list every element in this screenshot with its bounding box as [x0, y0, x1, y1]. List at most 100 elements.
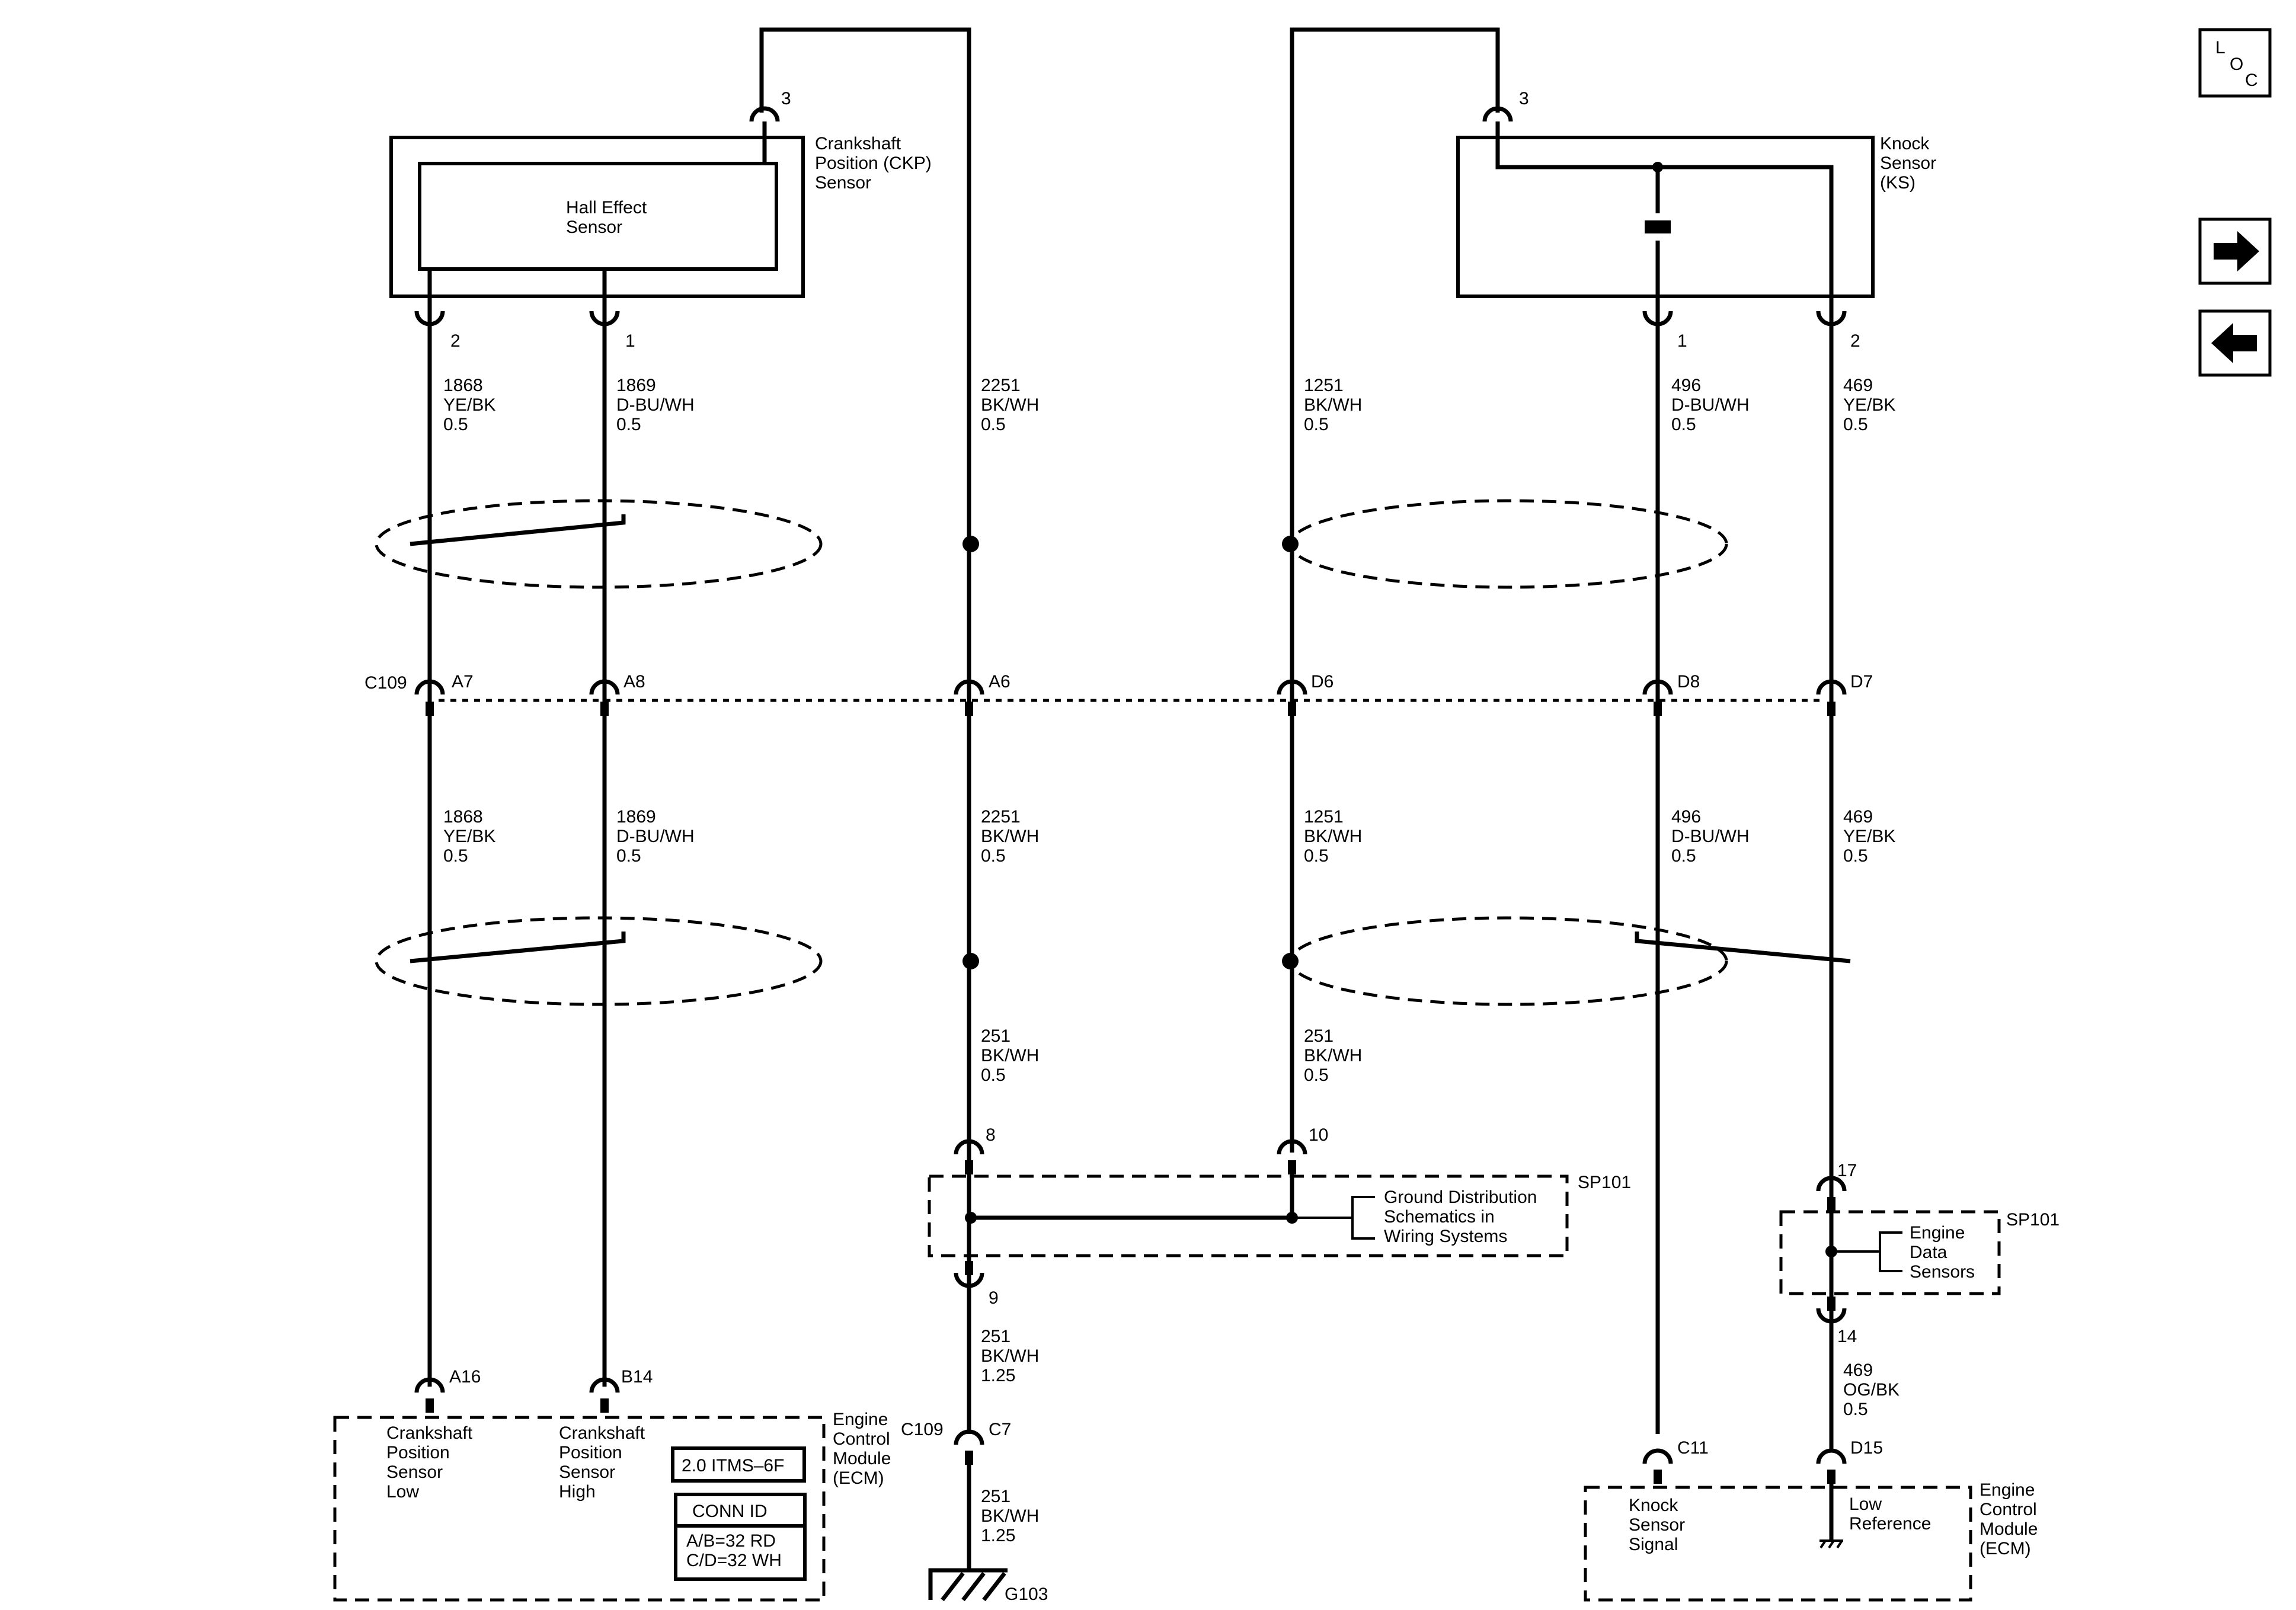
hall-effect-label-2: Sensor — [566, 217, 622, 237]
ks-reference-wire — [1290, 27, 1500, 1153]
svg-text:Reference: Reference — [1849, 1514, 1931, 1534]
svg-text:0.5: 0.5 — [1304, 415, 1329, 434]
svg-text:Control: Control — [833, 1429, 890, 1449]
sp101-pin9: 9 — [989, 1288, 999, 1308]
svg-text:Sensor: Sensor — [559, 1462, 615, 1482]
svg-text:Crankshaft: Crankshaft — [559, 1423, 645, 1443]
ks-pin3: 3 — [1519, 89, 1529, 108]
svg-text:1.25: 1.25 — [981, 1526, 1015, 1545]
sp101-pin10: 10 — [1309, 1125, 1328, 1145]
svg-text:C: C — [2245, 71, 2258, 90]
ground-distribution-ref-1: Ground Distribution — [1384, 1188, 1537, 1207]
svg-text:251: 251 — [981, 1026, 1011, 1046]
ground-wire-labels: 251 BK/WH 0.5 251 BK/WH 0.5 — [981, 1026, 1362, 1085]
ground-distribution-ref-2: Schematics in — [1384, 1207, 1495, 1227]
svg-text:Engine: Engine — [1980, 1480, 2035, 1500]
svg-text:Crankshaft: Crankshaft — [386, 1423, 473, 1443]
svg-text:1869: 1869 — [616, 376, 656, 395]
svg-text:Module: Module — [1980, 1519, 2038, 1539]
ks-name-1: Knock — [1880, 134, 1930, 153]
svg-text:0.5: 0.5 — [981, 846, 1006, 866]
svg-text:251: 251 — [1304, 1026, 1334, 1046]
svg-text:0.5: 0.5 — [1843, 846, 1868, 866]
svg-text:O: O — [2230, 55, 2243, 74]
svg-text:Low: Low — [1849, 1494, 1882, 1514]
knock-sensor: 3 Knock Sensor (KS) 1 2 — [1456, 89, 1936, 1434]
svg-text:L: L — [2215, 38, 2225, 57]
hall-effect-label-1: Hall Effect — [566, 198, 647, 217]
ecm-pin-a16: A16 — [449, 1367, 481, 1387]
arrow-right-icon — [2214, 231, 2259, 271]
svg-text:251: 251 — [981, 1487, 1011, 1506]
svg-text:YE/BK: YE/BK — [443, 827, 495, 846]
lower-shields — [375, 916, 1851, 1006]
c109-c7-label: C109 — [901, 1420, 944, 1439]
svg-text:Sensor: Sensor — [386, 1462, 443, 1482]
c109-pin-a8: A8 — [623, 672, 645, 692]
svg-text:496: 496 — [1671, 376, 1701, 395]
svg-text:Position: Position — [559, 1443, 622, 1462]
svg-text:0.5: 0.5 — [1304, 1065, 1329, 1085]
svg-text:251: 251 — [981, 1327, 1011, 1346]
upper-shields — [375, 499, 1728, 589]
svg-text:Control: Control — [1980, 1500, 2037, 1519]
chassis-ground-icon — [1819, 1539, 1843, 1549]
ckp-reference-wire — [759, 27, 971, 1434]
engine-data-sensors-1: Engine — [1910, 1223, 1965, 1243]
svg-text:0.5: 0.5 — [1671, 846, 1696, 866]
ecm-right: C11 D15 Knock Sensor Signal Low Referenc… — [1584, 1311, 2038, 1602]
svg-text:YE/BK: YE/BK — [1843, 395, 1895, 415]
loc-button[interactable]: L O C — [2198, 28, 2272, 98]
svg-text:1251: 1251 — [1304, 807, 1344, 827]
svg-text:0.5: 0.5 — [1304, 846, 1329, 866]
svg-text:Sensor: Sensor — [1629, 1515, 1685, 1535]
svg-text:1868: 1868 — [443, 376, 483, 395]
sp101-pin14: 14 — [1837, 1327, 1857, 1346]
ckp-pin1: 1 — [625, 331, 635, 351]
ks-name-3: (KS) — [1880, 173, 1916, 193]
c109-c7-pin: C7 — [989, 1420, 1011, 1439]
svg-text:Position: Position — [386, 1443, 450, 1462]
c109-pin-d8: D8 — [1677, 672, 1700, 692]
svg-text:D-BU/WH: D-BU/WH — [616, 827, 695, 846]
sp101-data-splice: 17 14 SP101 Engine Data Sensors 469 OG/B… — [1779, 1161, 2060, 1419]
svg-text:YE/BK: YE/BK — [1843, 827, 1895, 846]
svg-text:0.5: 0.5 — [981, 1065, 1006, 1085]
previous-page-button[interactable] — [2198, 309, 2272, 377]
sp101-pin17: 17 — [1837, 1161, 1857, 1180]
svg-text:2251: 2251 — [981, 807, 1021, 827]
ground-output: 251 BK/WH 1.25 C109 C7 251 BK/WH 1.25 G1… — [901, 1327, 1048, 1604]
svg-text:BK/WH: BK/WH — [981, 395, 1039, 415]
piezo-element-icon — [1645, 220, 1671, 233]
svg-text:0.5: 0.5 — [443, 415, 468, 434]
conn-id-title: CONN ID — [692, 1502, 768, 1521]
c109-connector: C109 A7 A8 A6 D6 D8 D7 — [364, 672, 1873, 716]
svg-text:Knock: Knock — [1629, 1496, 1678, 1515]
svg-text:469: 469 — [1843, 807, 1873, 827]
ckp-pin2: 2 — [450, 331, 461, 351]
ks-name-2: Sensor — [1880, 153, 1936, 173]
svg-text:0.5: 0.5 — [443, 846, 468, 866]
sp101-ground-label: SP101 — [1578, 1173, 1631, 1192]
c109-label: C109 — [364, 673, 407, 693]
next-page-button[interactable] — [2198, 217, 2272, 285]
conn-id-cd: C/D=32 WH — [686, 1551, 782, 1570]
c109-pin-d6: D6 — [1311, 672, 1334, 692]
upper-wire-labels: 1868 YE/BK 0.5 1869 D-BU/WH 0.5 2251 BK/… — [443, 376, 1895, 434]
svg-text:BK/WH: BK/WH — [981, 1046, 1039, 1065]
engine-data-sensors-3: Sensors — [1910, 1262, 1975, 1282]
svg-text:496: 496 — [1671, 807, 1701, 827]
svg-text:0.5: 0.5 — [981, 415, 1006, 434]
c109-pin-a6: A6 — [989, 672, 1011, 692]
ckp-sensor-name-2: Position (CKP) — [815, 153, 932, 173]
svg-text:0.5: 0.5 — [1843, 415, 1868, 434]
sensor-terminals — [414, 106, 1847, 327]
svg-text:1868: 1868 — [443, 807, 483, 827]
svg-text:OG/BK: OG/BK — [1843, 1380, 1900, 1400]
svg-text:Engine: Engine — [833, 1410, 888, 1429]
ckp-sensor-name-1: Crankshaft — [815, 134, 901, 153]
ground-distribution-ref-3: Wiring Systems — [1384, 1227, 1507, 1246]
svg-text:BK/WH: BK/WH — [981, 1506, 1039, 1526]
ks-pin2: 2 — [1850, 331, 1860, 351]
svg-text:(ECM): (ECM) — [833, 1468, 884, 1488]
